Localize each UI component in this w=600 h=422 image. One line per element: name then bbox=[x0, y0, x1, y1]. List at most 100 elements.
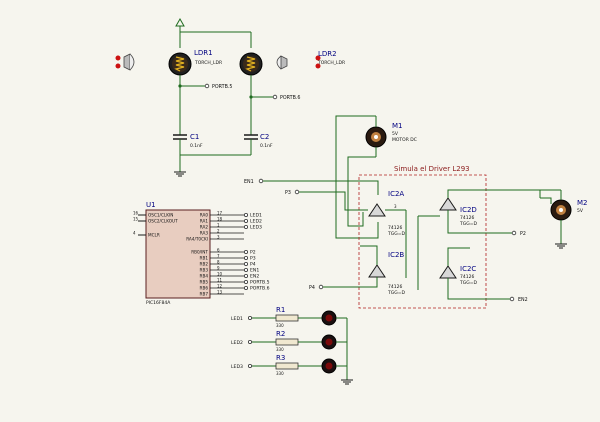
portb6-net-label: PORTB.6 bbox=[280, 95, 300, 101]
ldr2-symbol bbox=[239, 52, 263, 135]
ground-led-icon bbox=[341, 379, 353, 385]
u1-pin-net: P2 bbox=[250, 250, 256, 256]
motor-m1-symbol bbox=[365, 116, 387, 157]
u1-pin-num: 8 bbox=[217, 260, 220, 265]
ldr1-value: TORCH_LDR bbox=[194, 60, 222, 66]
led-net-label: LED1 bbox=[231, 316, 243, 322]
m1-volt: 5V bbox=[392, 131, 399, 137]
u1-pin-terminal bbox=[243, 218, 248, 223]
ldr2-ref: LDR2 bbox=[318, 50, 337, 58]
torch-3-icon bbox=[315, 55, 321, 69]
resistor-ref: R2 bbox=[276, 330, 285, 338]
ic2c-part: 74126 bbox=[460, 274, 474, 280]
u1-pin-name: RB3 bbox=[200, 268, 209, 273]
u1-pin-name: RB2 bbox=[200, 262, 209, 267]
resistor-value: 330 bbox=[276, 371, 284, 376]
u1-pin-num: 15 bbox=[133, 217, 139, 222]
u1-pin-name: RB6 bbox=[200, 286, 209, 291]
portb6-terminal bbox=[272, 94, 278, 100]
en2-terminal bbox=[509, 296, 515, 302]
led-net-terminal bbox=[247, 315, 252, 320]
torch-2-icon bbox=[276, 55, 288, 70]
u1-pin-name: RB4 bbox=[200, 274, 209, 279]
u1-pin-name: RA1 bbox=[200, 219, 209, 224]
u1-ref: U1 bbox=[146, 201, 156, 209]
u1-pin-name: OSC2/CLKOUT bbox=[148, 219, 178, 224]
ic2c-ref: IC2C bbox=[460, 265, 476, 273]
u1-part: PIC16F84A bbox=[146, 300, 171, 306]
u1-pin-terminal bbox=[243, 224, 248, 229]
u1-pin-num: 3 bbox=[217, 235, 220, 240]
u1-pin-num: 1 bbox=[217, 223, 220, 228]
ground-top-icon bbox=[174, 171, 186, 177]
m1-type: MOTOR DC bbox=[392, 137, 417, 143]
u1-pin-net: PORTB.5 bbox=[250, 280, 270, 286]
power-terminal bbox=[175, 17, 252, 48]
resistor-ref: R3 bbox=[276, 354, 285, 362]
u1-pin-terminal bbox=[243, 273, 248, 278]
ic2a-buffer bbox=[368, 203, 407, 278]
p2-terminal bbox=[511, 230, 517, 236]
resistor-value: 330 bbox=[276, 347, 284, 352]
c2-symbol bbox=[244, 134, 258, 155]
u1-pin-num: 18 bbox=[217, 217, 223, 222]
resistor-body bbox=[275, 314, 299, 322]
resistor-body bbox=[275, 362, 299, 370]
u1-pin-num: 11 bbox=[217, 278, 223, 283]
p4-terminal bbox=[318, 284, 324, 290]
u1-pin-net: EN2 bbox=[250, 274, 259, 280]
u1-pin-num: 10 bbox=[217, 272, 223, 277]
u1-pin-name: RA2 bbox=[200, 225, 209, 230]
c1-ref: C1 bbox=[190, 133, 199, 141]
m1-ref: M1 bbox=[392, 122, 403, 130]
driver-title: Simula el Driver L293 bbox=[394, 165, 470, 173]
u1-pin-terminal bbox=[243, 249, 248, 254]
led-net-label: LED2 bbox=[231, 340, 243, 346]
ic2b-tgg: TGG=D bbox=[387, 290, 405, 296]
ic2d-ref: IC2D bbox=[460, 206, 477, 214]
c2-value: 0.1nF bbox=[260, 143, 273, 149]
u1-pin-name: RA0 bbox=[200, 213, 209, 218]
u1-pin-terminal bbox=[243, 285, 248, 290]
c2-ref: C2 bbox=[260, 133, 269, 141]
p3-net-label: P3 bbox=[285, 190, 291, 196]
u1-pin-name: MCLR bbox=[148, 233, 160, 238]
led-net-label: LED3 bbox=[231, 364, 243, 370]
ic2a-pin3: 3 bbox=[394, 204, 397, 209]
u1-pin-terminal bbox=[243, 267, 248, 272]
ic2d-part: 74126 bbox=[460, 215, 474, 221]
m2-ref: M2 bbox=[577, 199, 588, 207]
p3-terminal bbox=[294, 189, 300, 195]
ic2a-tgg: TGG=D bbox=[387, 231, 405, 237]
en1-net-label: EN1 bbox=[244, 179, 254, 185]
u1-pin-name: RB1 bbox=[200, 256, 209, 261]
portb5-net-label: PORTB.5 bbox=[212, 84, 232, 90]
ldr1-symbol bbox=[168, 52, 192, 135]
u1-pin-num: 17 bbox=[217, 211, 223, 216]
u1-pin-num: 2 bbox=[217, 229, 220, 234]
c1-value: 0.1nF bbox=[190, 143, 203, 149]
led-core bbox=[325, 362, 333, 370]
ic2a-part: 74126 bbox=[388, 225, 402, 231]
u1-pin-terminal bbox=[243, 212, 248, 217]
motor-m2-symbol bbox=[540, 189, 572, 244]
led-net-terminal bbox=[247, 339, 252, 344]
u1-pin-net: EN1 bbox=[250, 268, 259, 274]
u1-pin-terminal bbox=[243, 279, 248, 284]
torch-1-icon bbox=[115, 53, 135, 71]
u1-pin-net: LED1 bbox=[250, 213, 262, 219]
u1-pin-name: RA3 bbox=[200, 231, 209, 236]
ic2b-ref: IC2B bbox=[388, 251, 404, 259]
pic-u1-symbol bbox=[138, 209, 211, 299]
u1-pin-name: RB7 bbox=[200, 292, 209, 297]
u1-pin-terminal bbox=[243, 255, 248, 260]
en2-net-label: EN2 bbox=[518, 297, 528, 303]
u1-pin-terminal bbox=[243, 261, 248, 266]
en1-terminal bbox=[258, 178, 264, 184]
u1-pin-num: 13 bbox=[217, 290, 223, 295]
led-net-terminal bbox=[247, 363, 252, 368]
